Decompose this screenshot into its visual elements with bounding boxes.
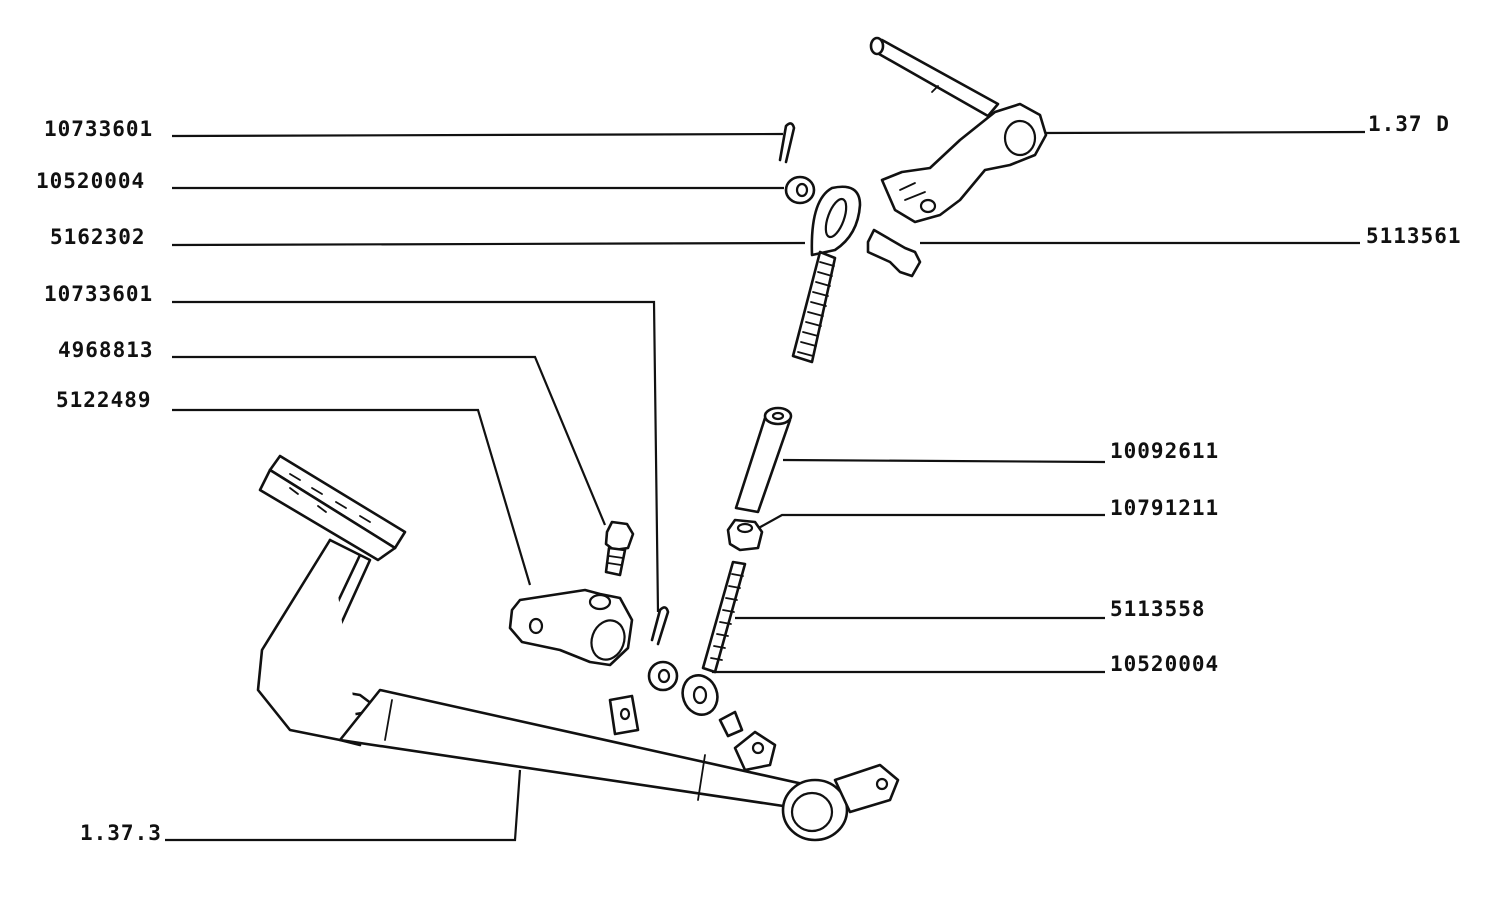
label-10791211: 10791211 — [1110, 496, 1219, 520]
lever-arm-part — [869, 36, 1048, 224]
brake-pedal-assembly — [256, 454, 900, 842]
label-1-37-d: 1.37 D — [1368, 112, 1450, 136]
label-5113561: 5113561 — [1366, 224, 1462, 248]
label-4968813: 4968813 — [58, 338, 154, 362]
label-1-37-3: 1.37.3 — [80, 821, 162, 845]
label-10520004-low: 10520004 — [1110, 652, 1219, 676]
label-5113558: 5113558 — [1110, 597, 1206, 621]
label-10733601-mid: 10733601 — [44, 282, 153, 306]
clevis-pin — [866, 228, 922, 278]
label-10520004-top: 10520004 — [36, 169, 145, 193]
set-bolt — [604, 520, 635, 577]
label-10092611: 10092611 — [1110, 439, 1219, 463]
washer-top — [784, 175, 816, 205]
label-5122489: 5122489 — [56, 388, 152, 412]
spacer-sleeve — [734, 406, 793, 514]
washer-bottom — [647, 660, 679, 692]
split-pin-mid — [650, 606, 670, 646]
part-labels: 10733601 10520004 5162302 10733601 49688… — [36, 112, 1462, 845]
hex-nut — [726, 518, 764, 552]
label-10733601-top: 10733601 — [44, 117, 153, 141]
threaded-rod — [681, 560, 747, 716]
leader-lines — [165, 130, 1366, 842]
eye-bolt — [791, 185, 862, 364]
split-pin-top — [778, 122, 796, 164]
collar-bracket — [508, 588, 634, 667]
label-5162302: 5162302 — [50, 225, 146, 249]
